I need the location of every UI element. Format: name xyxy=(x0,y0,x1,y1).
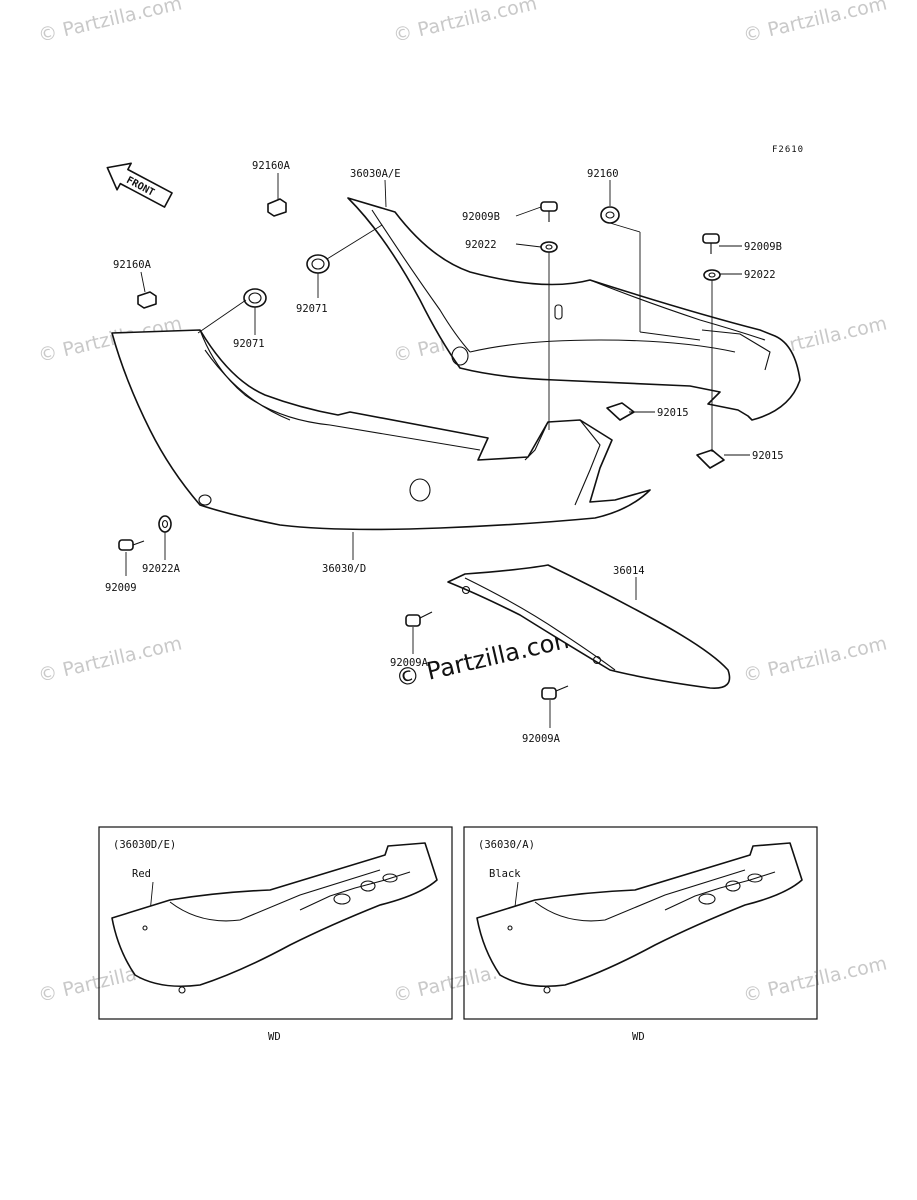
bolt-92009b-top xyxy=(540,201,558,222)
label-92071-left: 92071 xyxy=(233,338,265,350)
bolt-92009b-right xyxy=(702,233,720,254)
clip-92015-mid xyxy=(606,402,635,421)
inset-right-title: (36030/A) xyxy=(478,839,535,851)
side-cover-lower xyxy=(111,329,651,531)
label-92022a: 92022A xyxy=(142,563,181,575)
figure-code: F2610 xyxy=(772,145,804,155)
inset-left-color-label: Red xyxy=(132,868,151,880)
watermark: © Partzilla.com xyxy=(741,0,889,47)
bolt-92009a-lower xyxy=(541,685,569,700)
damper-92160a-left xyxy=(137,291,157,309)
label-92022-top: 92022 xyxy=(465,239,497,251)
leader-lines xyxy=(125,173,750,728)
grommet-92071-mid xyxy=(306,254,330,274)
watermark: © Partzilla.com xyxy=(741,632,889,686)
bolt-92009a-upper xyxy=(405,611,433,627)
label-92009: 92009 xyxy=(105,582,137,594)
label-92015-right: 92015 xyxy=(752,450,784,462)
inset-left: (36030D/E) Red WD xyxy=(98,826,453,1043)
label-92009b-right: 92009B xyxy=(744,241,782,253)
inset-right-caption: WD xyxy=(632,1031,645,1043)
label-92160a-left: 92160A xyxy=(113,259,152,271)
inset-right: (36030/A) Black WD xyxy=(463,826,818,1043)
label-36030d: 36030/D xyxy=(322,563,366,575)
inset-left-title: (36030D/E) xyxy=(113,839,176,851)
label-92009a-lower: 92009A xyxy=(522,733,561,745)
inset-left-caption: WD xyxy=(268,1031,281,1043)
side-cover-upper xyxy=(347,197,801,421)
inset-right-color-label: Black xyxy=(489,868,521,880)
label-36014: 36014 xyxy=(613,565,645,577)
watermark: © Partzilla.com xyxy=(36,632,184,686)
grommet-92071-left xyxy=(243,288,267,308)
front-arrow-icon: FRONT xyxy=(106,162,173,208)
washer-92022a xyxy=(158,515,172,533)
label-92009a-upper: 92009A xyxy=(390,657,429,669)
label-92160a-top: 92160A xyxy=(252,160,291,172)
lower-cover xyxy=(447,564,731,689)
washer-92022-right xyxy=(703,269,721,281)
bolt-92009 xyxy=(118,539,145,551)
damper-92160 xyxy=(600,206,620,224)
label-92022-right: 92022 xyxy=(744,269,776,281)
damper-92160a-top xyxy=(267,198,287,217)
watermark: © Partzilla.com xyxy=(391,0,539,47)
watermark: © Partzilla.com xyxy=(36,0,184,47)
label-92071-mid: 92071 xyxy=(296,303,328,315)
clip-92015-right xyxy=(696,449,725,469)
washer-92022-top xyxy=(540,241,558,253)
label-92015-mid: 92015 xyxy=(657,407,689,419)
watermark: © Partzilla.com xyxy=(741,952,889,1006)
part-labels: 92160A 36030A/E 92160 92009B 92022 92009… xyxy=(105,160,784,745)
label-92160: 92160 xyxy=(587,168,619,180)
label-92009b-top: 92009B xyxy=(462,211,500,223)
label-36030ae: 36030A/E xyxy=(350,168,401,180)
